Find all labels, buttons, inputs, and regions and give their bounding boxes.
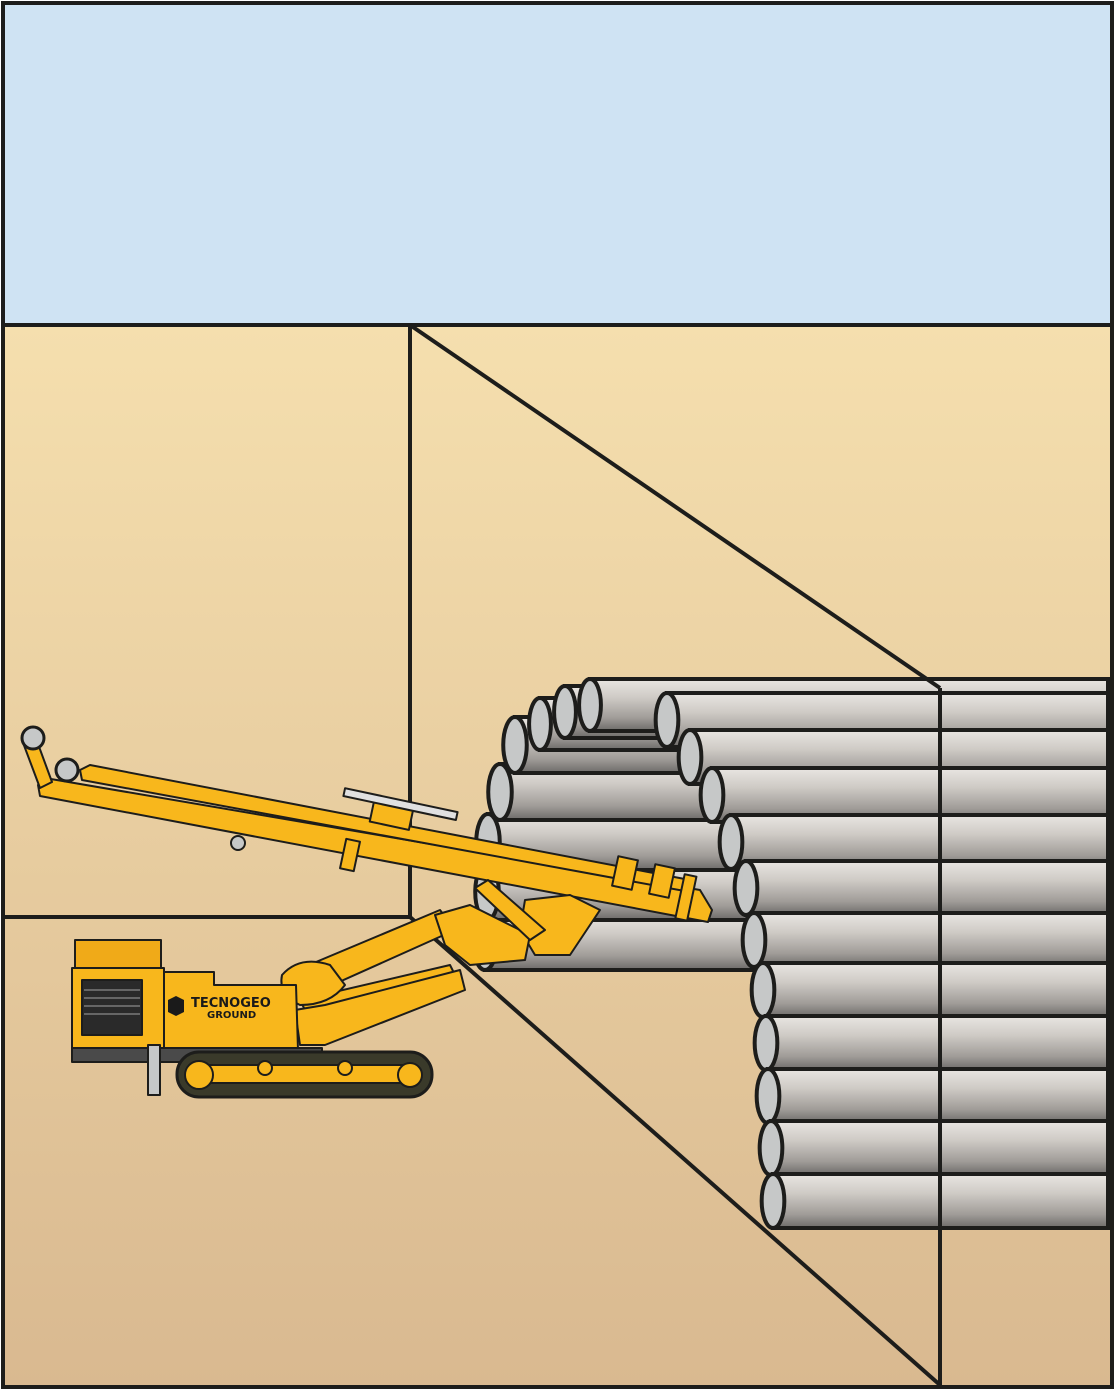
pipe (759, 1172, 1110, 1230)
track-frame (199, 1064, 411, 1084)
clamp (674, 873, 698, 922)
grille-slats (84, 989, 140, 1015)
pipe-end (757, 1119, 785, 1177)
head-bar (342, 787, 459, 821)
pulley-icon (230, 835, 246, 851)
pipe-end (527, 696, 553, 752)
pipe (749, 961, 1110, 1019)
logo-mark-icon (168, 996, 184, 1016)
track-roller (257, 1060, 273, 1076)
pipe-body (744, 859, 1110, 917)
boom-joint (434, 904, 531, 966)
pipe-end (577, 677, 603, 733)
clamp (648, 863, 676, 899)
pipe (754, 1067, 1110, 1125)
pulley-icon (20, 725, 46, 751)
pipe-end (717, 813, 745, 871)
pipe-end (501, 715, 529, 775)
pipe-body (752, 911, 1110, 969)
track-roller (337, 1060, 353, 1076)
radiator-grille (81, 979, 143, 1036)
pipe-end (759, 1172, 787, 1230)
drilling-rig: TECNOGEO GROUND (20, 725, 713, 1099)
pipe-body (761, 961, 1110, 1019)
pipe (732, 859, 1110, 917)
track-wheel (397, 1062, 423, 1088)
pipe-end (749, 961, 777, 1019)
brand-name: TECNOGEO (191, 996, 271, 1011)
pipe-body (764, 1014, 1110, 1072)
pipe-end (752, 1014, 780, 1072)
track-wheel (184, 1060, 214, 1090)
pipe-end (653, 691, 681, 749)
brand-logo: TECNOGEO GROUND (168, 996, 271, 1021)
pulley-icon (54, 757, 80, 783)
cylinder (339, 837, 361, 873)
pipe-end (486, 762, 514, 822)
pipe-end (740, 911, 768, 969)
pipe (752, 1014, 1110, 1072)
pipe-end (676, 728, 704, 786)
boom-tilt-arm (474, 879, 546, 941)
upper-diagonal-line (408, 323, 942, 690)
clamp (611, 855, 639, 891)
brand-subtitle: GROUND (207, 1010, 256, 1021)
pipe-end (552, 684, 578, 740)
lower-diagonal-line (408, 915, 942, 1387)
pipe (757, 1119, 1110, 1177)
stabilizer-leg (147, 1044, 161, 1096)
pipe-end (698, 766, 726, 824)
engine-roof (74, 939, 162, 969)
boom-support (294, 969, 466, 1046)
pipe-end (732, 859, 760, 917)
sky (3, 3, 1112, 325)
pipe-end (754, 1067, 782, 1125)
pipe (740, 911, 1110, 969)
